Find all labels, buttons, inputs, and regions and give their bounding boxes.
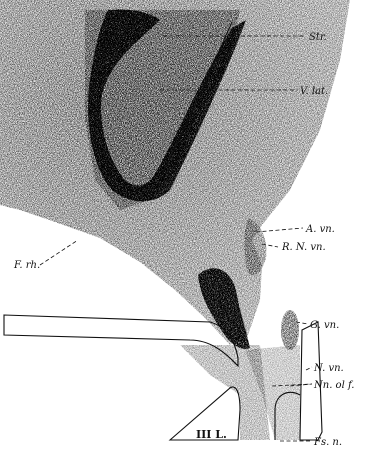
label-n-vn: N. vn. [313, 363, 344, 374]
label-nn-olf: Nn. ol f. [313, 380, 354, 391]
label-g-vn: G. vn. [310, 320, 339, 331]
label-r-n-vn: R. N. vn. [281, 242, 326, 253]
label-v-lat: V. lat. [300, 86, 328, 97]
label-fs-n: Fs. n. [313, 437, 342, 448]
label-str: Str. [309, 32, 327, 43]
label-iii-l: III L. [196, 428, 227, 441]
lower-structures [4, 315, 322, 440]
label-f-rh: F. rh. [13, 260, 40, 271]
accessory-olfactory-area [244, 218, 266, 275]
label-a-vn: A. vn. [305, 224, 335, 235]
vomeronasal-ganglion [281, 310, 299, 350]
